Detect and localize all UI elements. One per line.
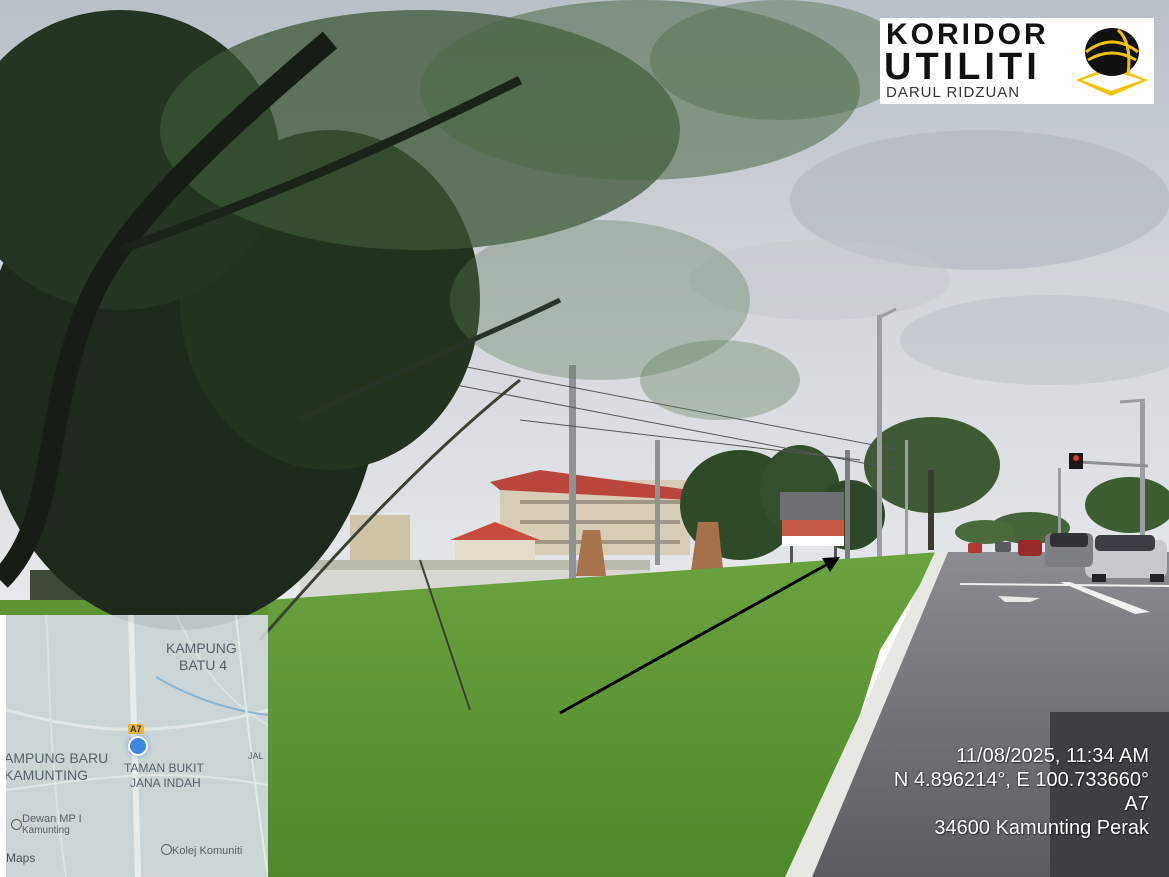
map-label-dewan: Dewan MP I — [22, 813, 82, 825]
map-label-kolej: Kolej Komuniti — [172, 845, 243, 857]
route-badge: A7 — [128, 724, 144, 734]
car-small — [995, 542, 1011, 552]
grass-verge — [268, 552, 940, 877]
map-label-batu-4: BATU 4 — [179, 657, 227, 673]
logo-line-darul-ridzuan: DARUL RIDZUAN — [886, 84, 1021, 101]
map-label-kamunting: KAMUNTING — [6, 767, 88, 783]
poi-icon — [11, 819, 22, 830]
lane-marking — [1060, 582, 1150, 614]
location-pin-icon — [128, 736, 148, 756]
utility-pole — [655, 440, 660, 565]
traffic-light — [1069, 453, 1149, 469]
pillar — [690, 522, 724, 578]
distant-trees — [864, 417, 1169, 550]
utility-pole — [905, 440, 908, 555]
stamp-road: A7 — [1124, 793, 1149, 815]
street-lamp — [1119, 398, 1146, 537]
car-grey — [1045, 533, 1093, 567]
stamp-address: 34600 Kamunting Perak — [934, 817, 1149, 839]
poi-icon — [161, 844, 172, 855]
pillar — [576, 530, 606, 576]
utility-pole — [1058, 468, 1061, 538]
street-lamp — [877, 307, 897, 575]
geo-stamp: 11/08/2025, 11:34 AM N 4.896214°, E 100.… — [894, 744, 1149, 840]
power-line — [429, 359, 901, 451]
cloud — [790, 130, 1169, 270]
map-roads — [6, 615, 268, 877]
utility-pole — [845, 450, 850, 565]
utility-pole — [569, 365, 576, 585]
lane-line — [959, 583, 1169, 587]
map-label-dewan-kamunting: Kamunting — [22, 825, 70, 836]
koridor-utiliti-logo: KORIDOR UTILITI DARUL RIDZUAN — [880, 18, 1154, 104]
lane-arrow — [998, 596, 1040, 602]
road-patch — [1050, 712, 1169, 877]
globe-logo-icon — [1076, 28, 1148, 96]
cloud — [690, 240, 950, 320]
car-silver — [1085, 535, 1167, 582]
logo-line-koridor: KORIDOR — [886, 18, 1049, 51]
annotation-arrow — [559, 557, 840, 715]
map-provider-label: Maps — [6, 851, 36, 865]
map-label-kampung-baru: AMPUNG BARU — [6, 750, 109, 766]
map-inset: KAMPUNG BATU 4 A7 AMPUNG BARU KAMUNTING … — [6, 615, 268, 877]
logo-line-utiliti: UTILITI — [884, 46, 1041, 88]
signboard — [780, 492, 844, 564]
power-line — [519, 419, 861, 461]
map-label-taman-bukit: TAMAN BUKIT — [124, 761, 204, 775]
map-label-kampung: KAMPUNG — [166, 640, 237, 656]
cloud — [900, 295, 1169, 385]
car-small — [968, 543, 982, 553]
stamp-coordinates: N 4.896214°, E 100.733660° — [893, 769, 1149, 791]
car-red — [1018, 540, 1042, 556]
road-curb — [785, 552, 948, 877]
large-tree — [0, 0, 910, 711]
stamp-datetime: 11/08/2025, 11:34 AM — [956, 745, 1149, 767]
map-label-jana-indah: JANA INDAH — [130, 776, 201, 790]
map-label-jal: JAL — [248, 751, 264, 761]
